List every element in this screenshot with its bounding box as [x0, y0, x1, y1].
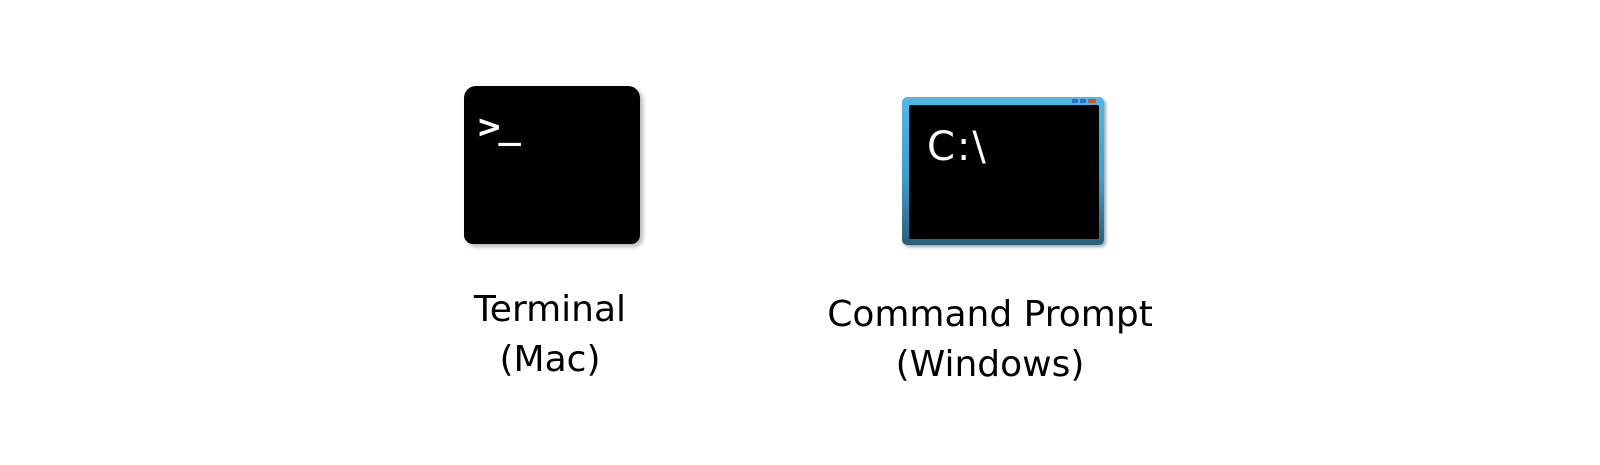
- terminal-label: Terminal (Mac): [440, 285, 660, 385]
- minimize-icon: [1072, 99, 1078, 103]
- command-prompt-screen: C:\: [909, 105, 1099, 239]
- terminal-app-icon: >_: [464, 86, 640, 244]
- command-prompt-item: C:\ Command Prompt (Windows): [800, 0, 1180, 465]
- command-prompt-app-icon: C:\: [902, 97, 1104, 245]
- terminal-name: Terminal: [473, 289, 627, 330]
- terminal-item: >_ Terminal (Mac): [440, 0, 660, 465]
- maximize-icon: [1080, 99, 1086, 103]
- command-prompt-name: Command Prompt: [827, 294, 1153, 335]
- close-icon: [1088, 99, 1096, 103]
- command-prompt-platform: (Windows): [895, 344, 1085, 385]
- command-prompt-label: Command Prompt (Windows): [800, 290, 1180, 390]
- terminal-prompt-glyph: >_: [478, 107, 521, 147]
- window-controls-icon: [1072, 99, 1096, 103]
- terminal-platform: (Mac): [499, 339, 601, 380]
- command-prompt-glyph: C:\: [927, 124, 988, 170]
